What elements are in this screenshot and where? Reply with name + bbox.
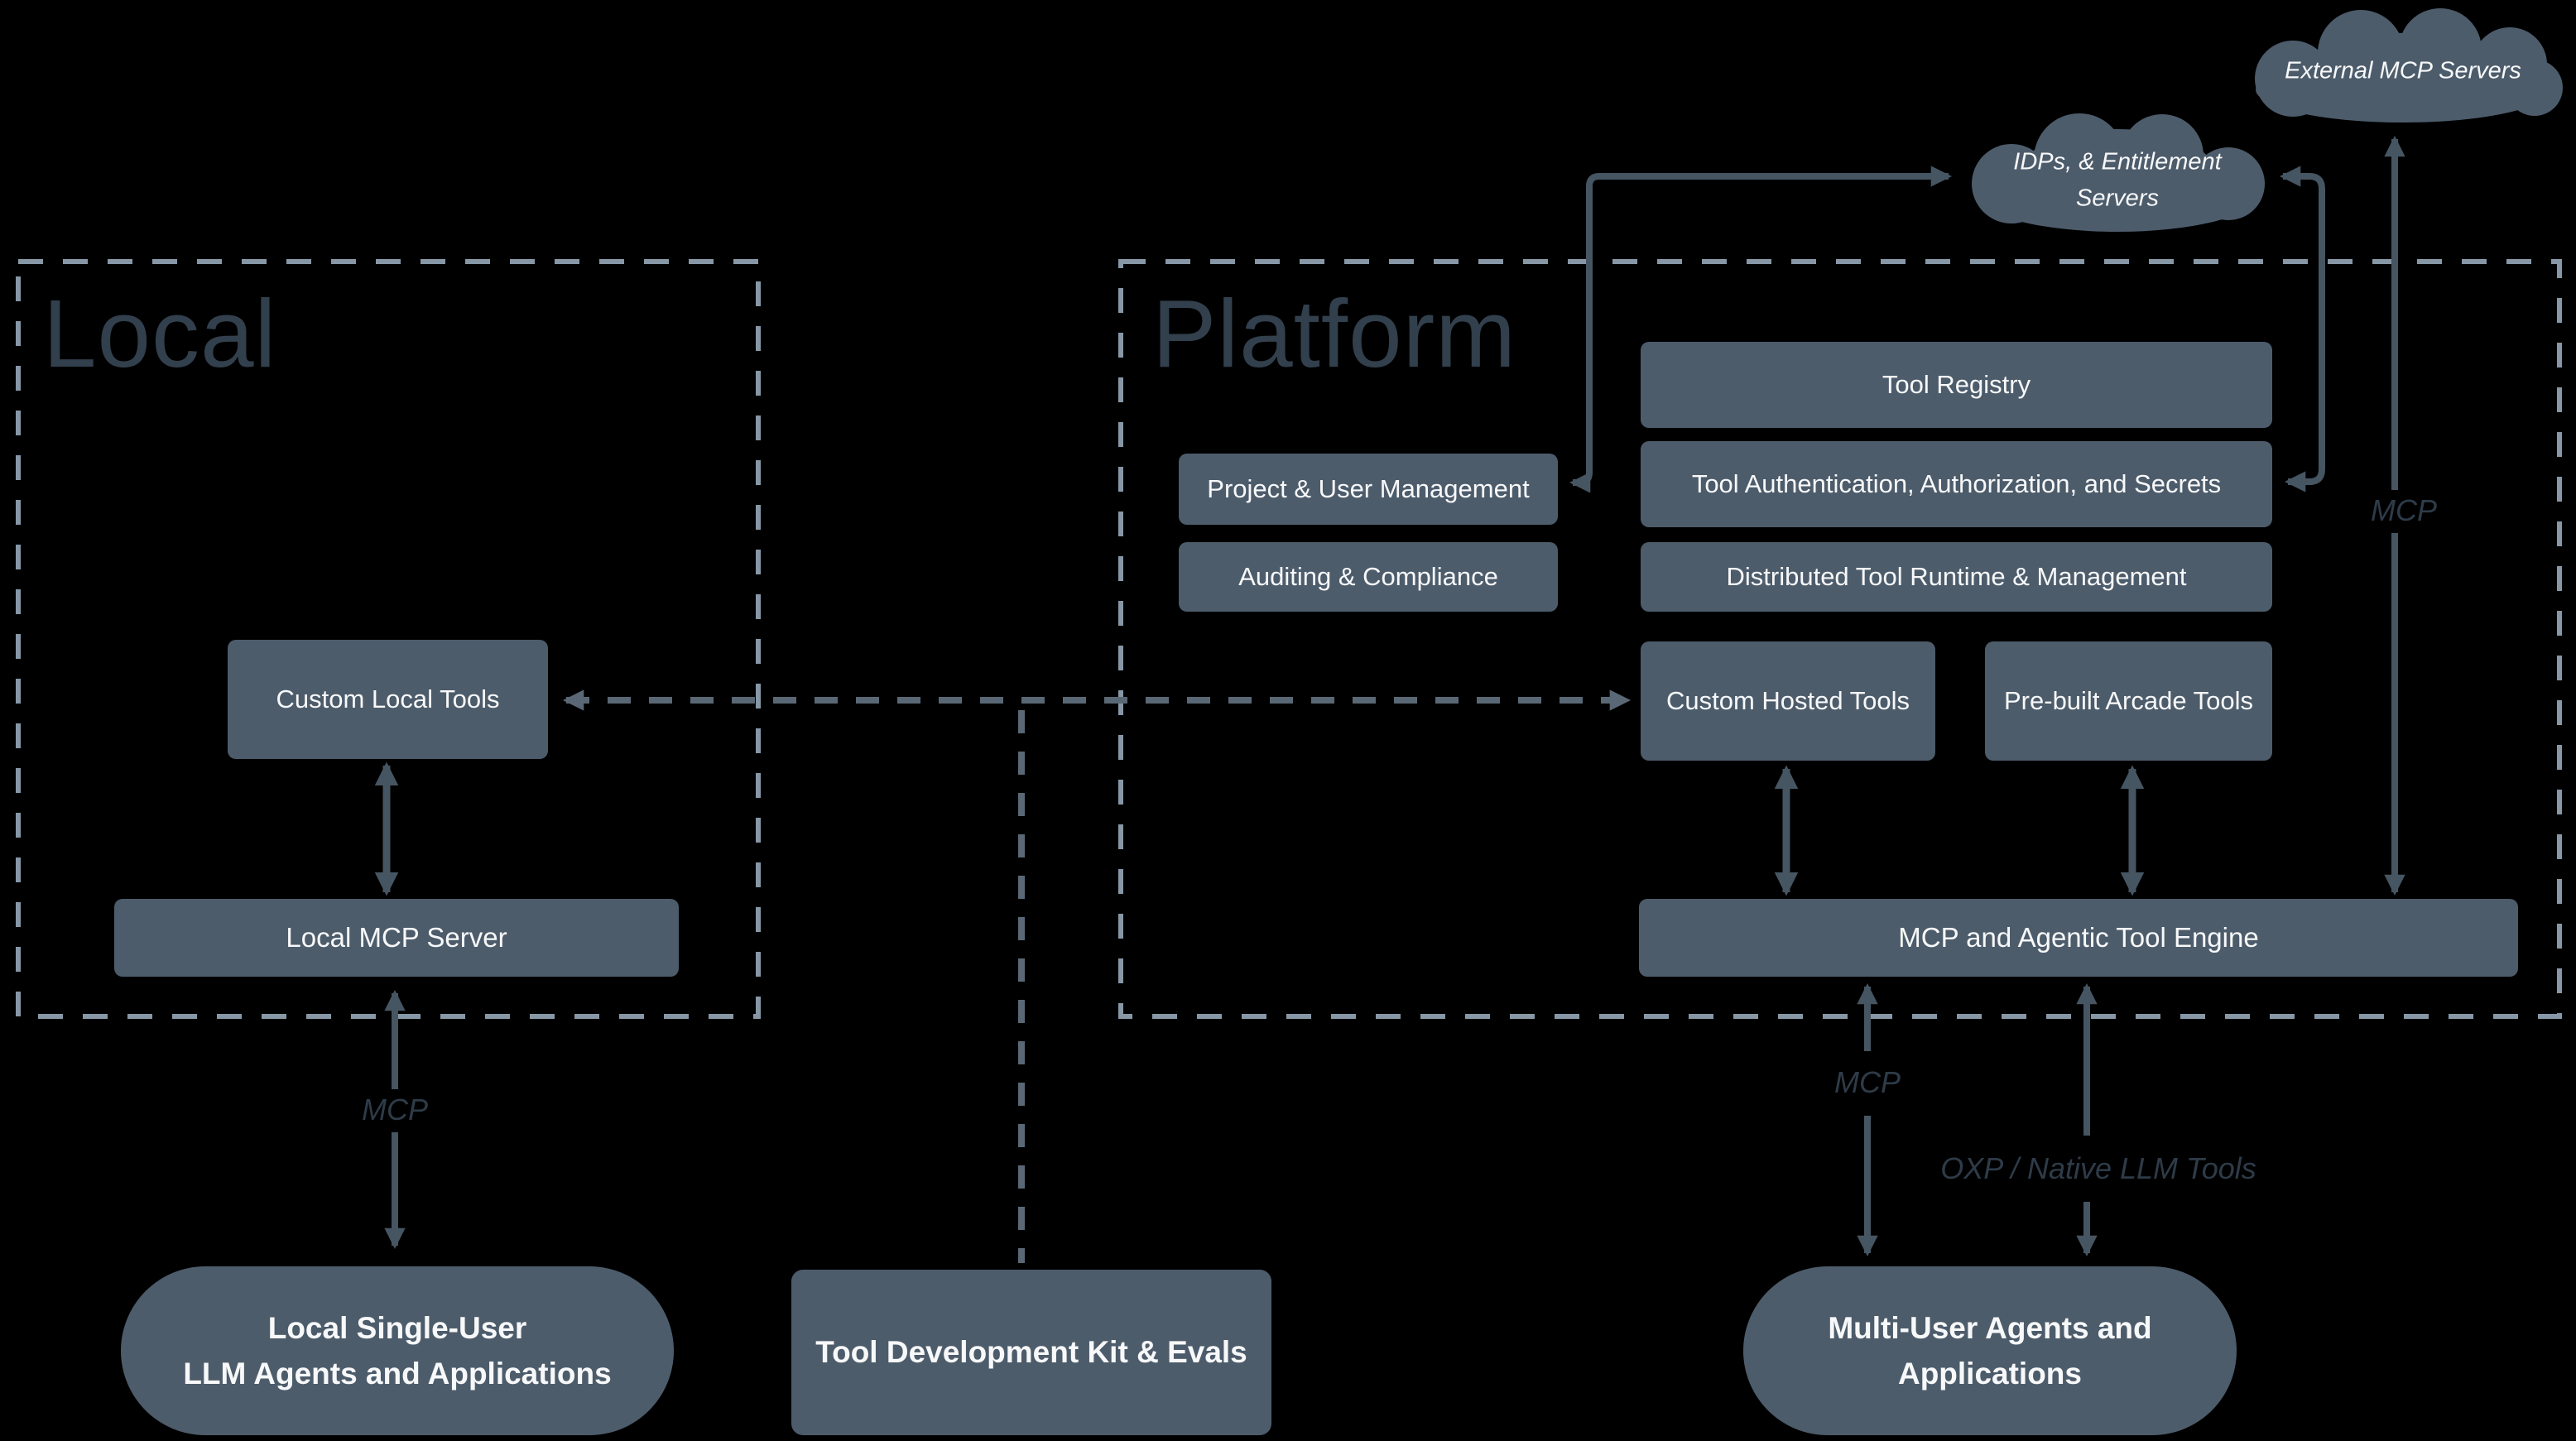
tool-registry-box: Tool Registry bbox=[1641, 342, 2272, 428]
custom-local-tools-box: Custom Local Tools bbox=[228, 640, 548, 759]
project-user-management-box: Project & User Management bbox=[1179, 454, 1558, 525]
oxp-native-llm-tools-label: OXP / Native LLM Tools bbox=[1940, 1151, 2256, 1185]
custom-hosted-tools-box: Custom Hosted Tools bbox=[1641, 641, 1935, 761]
edge-idps-cloud-tool-auth bbox=[2279, 166, 2325, 492]
external-mcp-servers-label: External MCP Servers bbox=[2285, 57, 2521, 84]
local-mcp-server-box: Local MCP Server bbox=[114, 899, 679, 977]
local-single-user-agents-shape: Local Single-User LLM Agents and Applica… bbox=[121, 1266, 674, 1435]
auditing-compliance-box: Auditing & Compliance bbox=[1179, 542, 1558, 612]
tool-development-kit-box: Tool Development Kit & Evals bbox=[791, 1270, 1271, 1435]
prebuilt-arcade-tools-box: Pre-built Arcade Tools bbox=[1985, 641, 2272, 761]
idps-entitlement-label: IDPs, & Entitlement Servers bbox=[2013, 145, 2221, 217]
local-section-title: Local bbox=[43, 280, 277, 387]
mcp-label-external: MCP bbox=[2371, 493, 2437, 527]
mcp-label-engine: MCP bbox=[1834, 1065, 1901, 1099]
platform-section-title: Platform bbox=[1152, 280, 1516, 387]
multi-user-line2: Applications bbox=[1897, 1357, 2082, 1391]
tool-auth-box: Tool Authentication, Authorization, and … bbox=[1641, 441, 2272, 527]
idps-label-line2: Servers bbox=[2076, 185, 2159, 211]
external-mcp-servers-cloud bbox=[2255, 8, 2563, 122]
local-agents-line2: LLM Agents and Applications bbox=[183, 1357, 612, 1391]
multi-user-line1: Multi-User Agents and bbox=[1828, 1310, 2152, 1345]
distributed-runtime-box: Distributed Tool Runtime & Management bbox=[1641, 542, 2272, 612]
idps-label-line1: IDPs, & Entitlement bbox=[2013, 148, 2222, 175]
edge-project-user-idps-cloud bbox=[1569, 166, 1953, 493]
local-section-border bbox=[16, 259, 761, 1019]
mcp-label-local: MCP bbox=[362, 1093, 428, 1126]
idps-entitlement-cloud bbox=[1972, 113, 2265, 232]
multi-user-agents-shape: Multi-User Agents and Applications bbox=[1743, 1266, 2237, 1435]
mcp-agentic-tool-engine-box: MCP and Agentic Tool Engine bbox=[1639, 899, 2518, 977]
local-agents-line1: Local Single-User bbox=[267, 1310, 527, 1345]
